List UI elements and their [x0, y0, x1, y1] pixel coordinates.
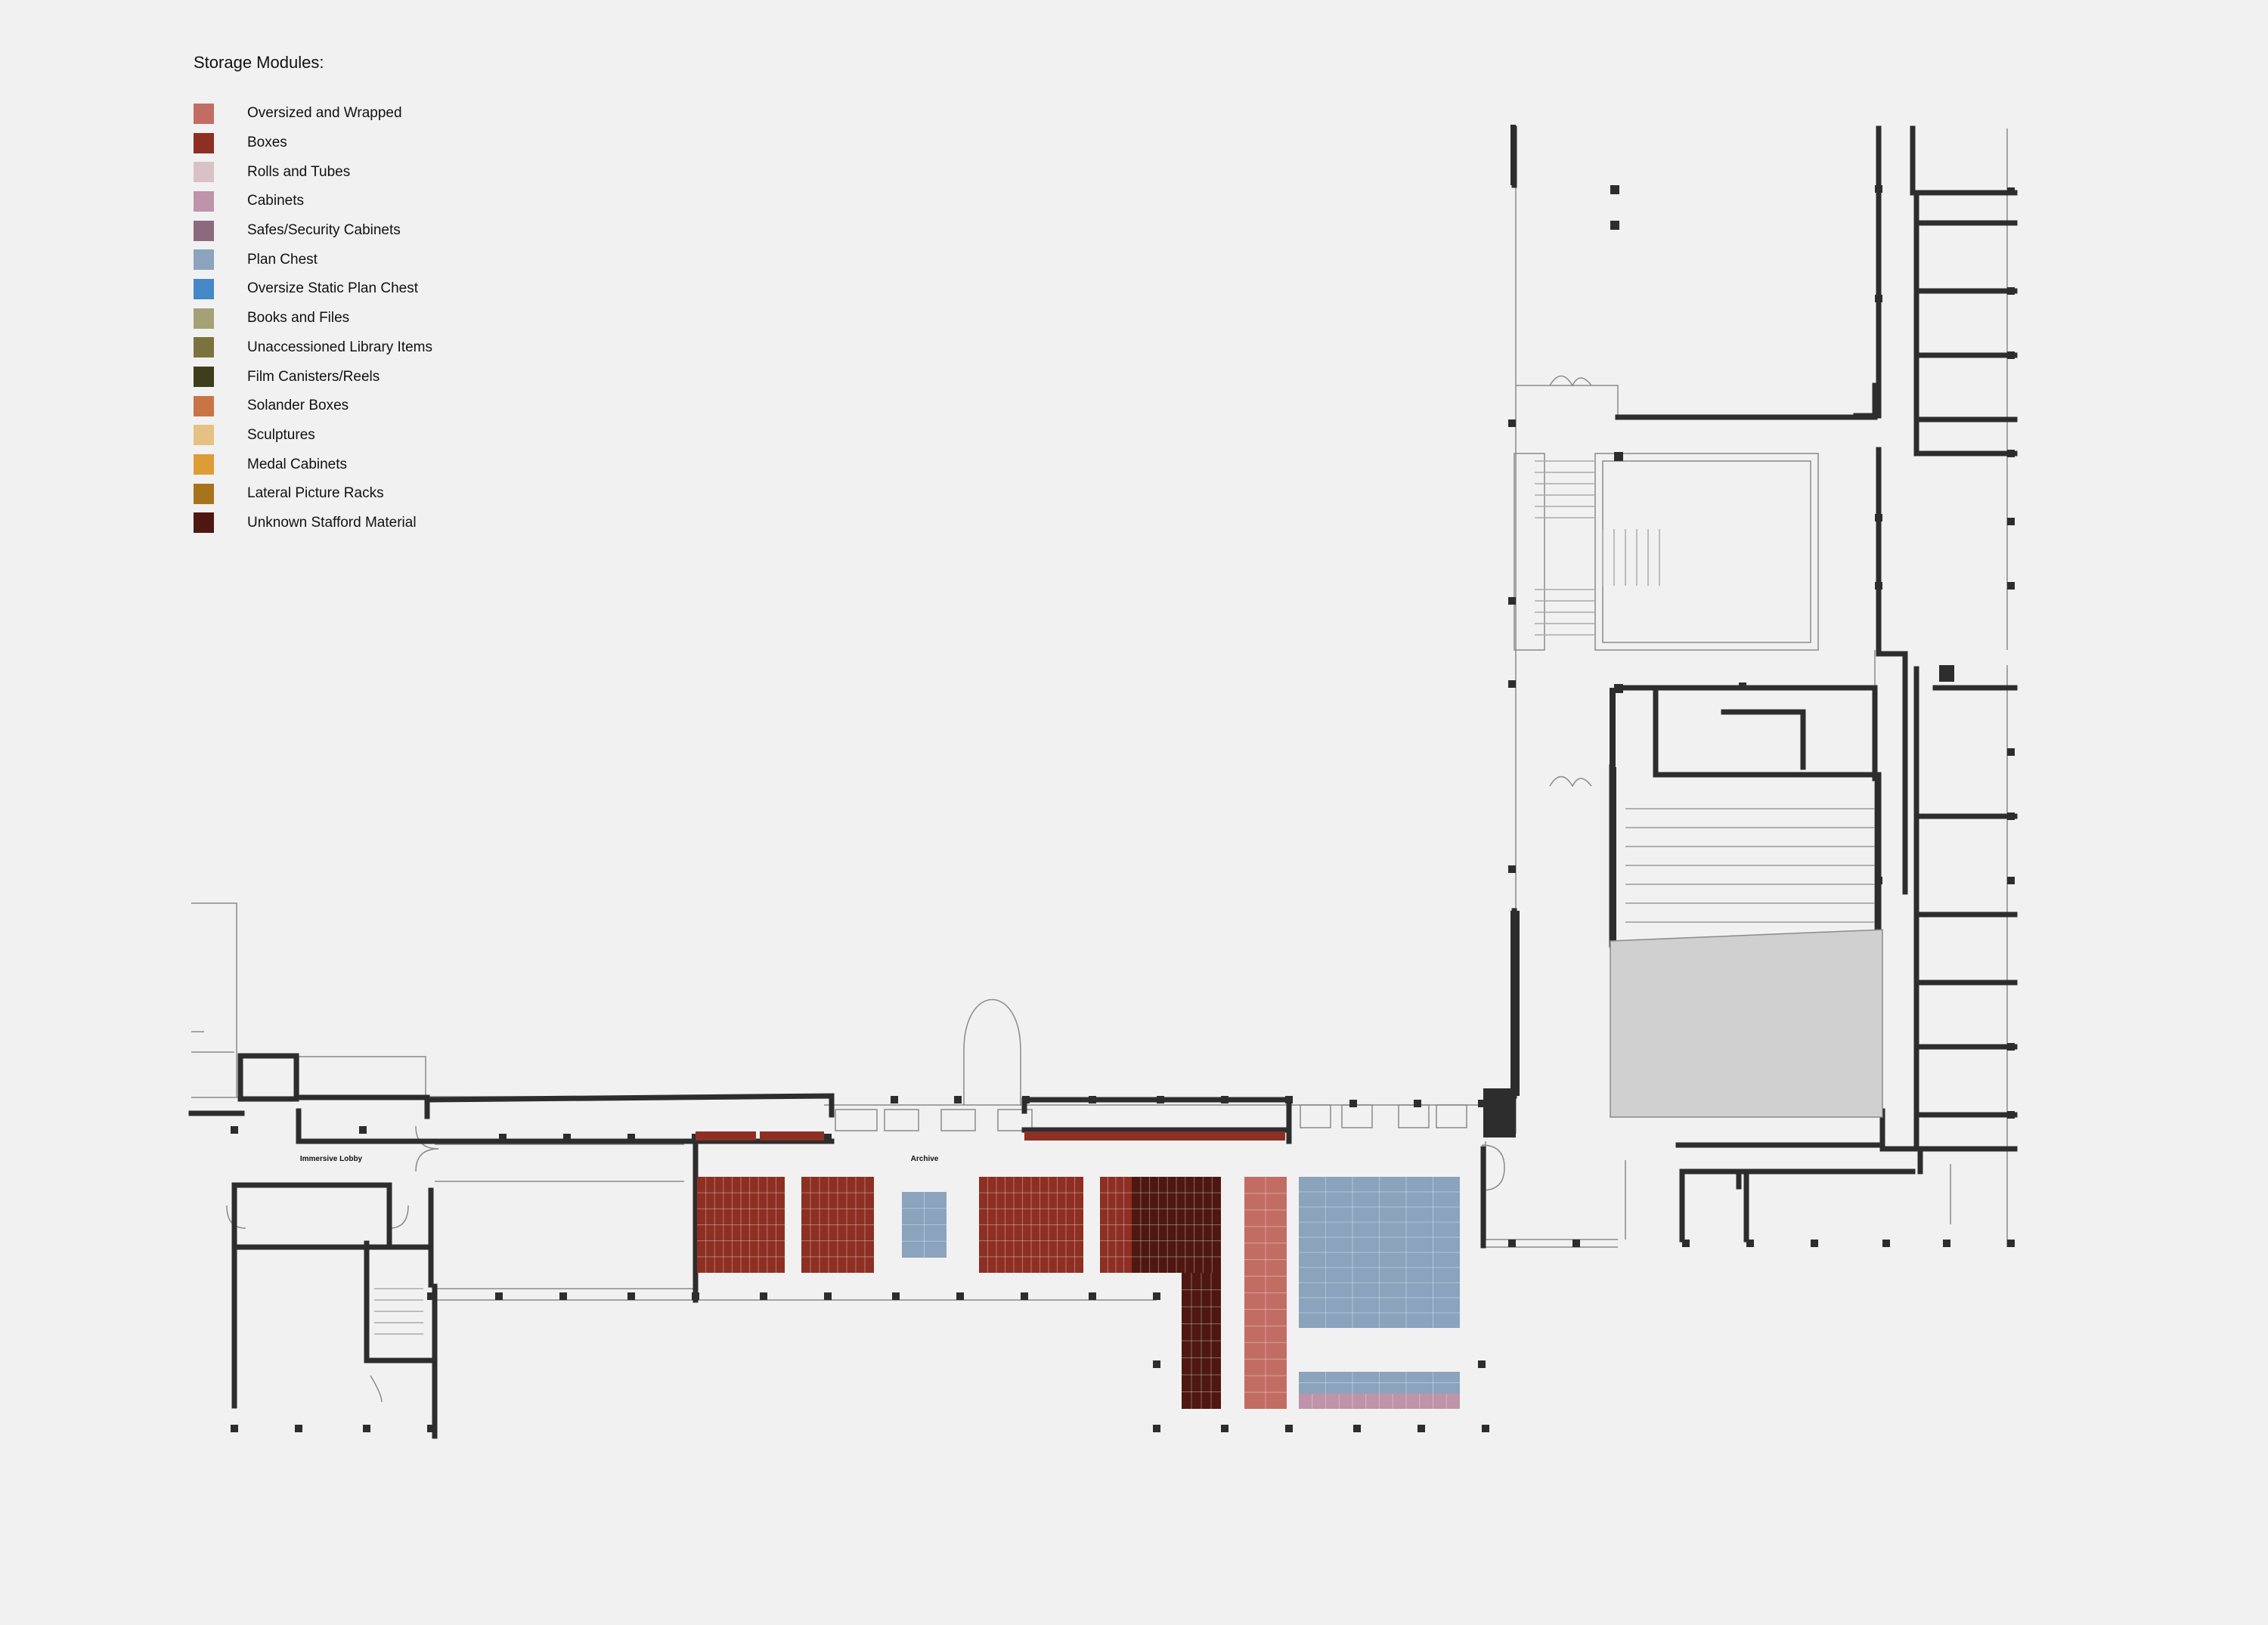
storage-grids — [697, 1177, 1460, 1409]
legend-swatch — [194, 483, 214, 504]
legend-label: Unaccessioned Library Items — [247, 339, 432, 355]
legend-item: Lateral Picture Racks — [194, 479, 432, 509]
legend-item: Medal Cabinets — [194, 450, 432, 479]
legend-swatch — [194, 103, 214, 124]
legend-swatch — [194, 190, 214, 212]
storage-plan-chest-block — [902, 1192, 947, 1258]
room-label-immersive-lobby: Immersive Lobby — [300, 1155, 363, 1163]
legend-swatch — [194, 425, 214, 446]
legend-item: Unaccessioned Library Items — [194, 333, 432, 363]
legend-label: Solander Boxes — [247, 398, 349, 414]
legend-label: Rolls and Tubes — [247, 163, 351, 180]
legend-label: Lateral Picture Racks — [247, 485, 384, 502]
legend-label: Film Canisters/Reels — [247, 368, 380, 385]
storage-boxes-block — [1100, 1177, 1132, 1273]
legend-label: Boxes — [247, 135, 287, 151]
storage-unknown-block — [1132, 1177, 1221, 1273]
legend-item: Rolls and Tubes — [194, 157, 432, 187]
legend-label: Oversized and Wrapped — [247, 105, 402, 122]
storage-plan-chest-block — [1299, 1177, 1460, 1328]
legend-label: Sculptures — [247, 426, 315, 443]
legend-label: Plan Chest — [247, 251, 318, 268]
legend-label: Unknown Stafford Material — [247, 514, 417, 531]
storage-unknown-block — [1182, 1273, 1221, 1409]
legend-swatch — [194, 308, 214, 329]
storage-oversized-block — [1244, 1177, 1287, 1409]
legend-item: Film Canisters/Reels — [194, 362, 432, 392]
legend-item: Safes/Security Cabinets — [194, 216, 432, 246]
storage-boxes-strip — [696, 1131, 1285, 1141]
legend-label: Oversize Static Plan Chest — [247, 280, 418, 297]
legend-item: Sculptures — [194, 421, 432, 450]
legend-swatch — [194, 278, 214, 299]
storage-boxes-block — [697, 1177, 785, 1273]
tower-wall — [1483, 125, 1954, 1138]
thin-lines — [191, 128, 2008, 1403]
auditorium-floor — [1610, 929, 1883, 1118]
legend-item: Books and Files — [194, 304, 432, 333]
legend-label: Safes/Security Cabinets — [247, 222, 401, 239]
legend-swatch — [194, 512, 214, 534]
legend-item: Solander Boxes — [194, 392, 432, 421]
legend-item: Unknown Stafford Material — [194, 509, 432, 538]
legend-item: Boxes — [194, 128, 432, 158]
legend-item: Cabinets — [194, 187, 432, 216]
room-label-archive: Archive — [911, 1155, 939, 1163]
legend-swatch — [194, 220, 214, 241]
legend-title: Storage Modules: — [194, 53, 324, 72]
storage-boxes-block — [979, 1177, 1083, 1273]
legend-swatch — [194, 337, 214, 358]
legend-item: Plan Chest — [194, 245, 432, 274]
legend-swatch — [194, 249, 214, 271]
storage-cabinets-block — [1299, 1394, 1460, 1409]
storage-plan-chest-block — [1299, 1372, 1460, 1394]
legend-item: Oversized and Wrapped — [194, 99, 432, 128]
legend-swatch — [194, 395, 214, 416]
legend-label: Cabinets — [247, 193, 304, 209]
legend-swatch — [194, 454, 214, 475]
legend-swatch — [194, 162, 214, 183]
storage-boxes-block — [801, 1177, 874, 1273]
legend-item: Oversize Static Plan Chest — [194, 274, 432, 304]
legend-label: Books and Files — [247, 310, 350, 327]
legend-label: Medal Cabinets — [247, 456, 348, 472]
legend-swatch — [194, 132, 214, 153]
legend-swatch — [194, 367, 214, 388]
